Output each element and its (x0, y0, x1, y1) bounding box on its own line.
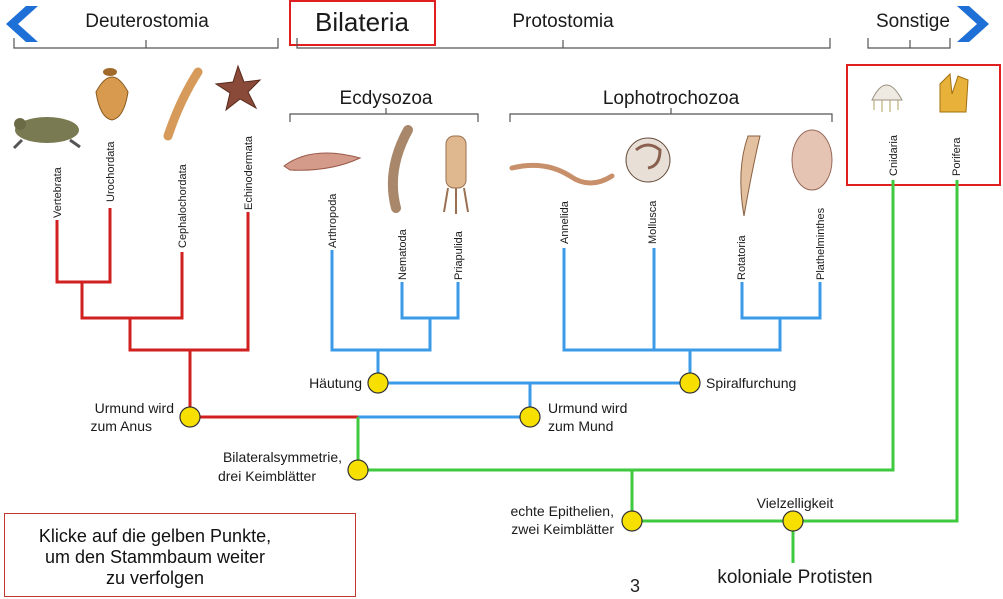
lophotrochozoa-label: Lophotrochozoa (603, 88, 740, 109)
nautilus-image (625, 137, 671, 183)
node-vielzelligkeit[interactable] (782, 510, 804, 532)
taxon-cnidaria: Cnidaria (888, 134, 900, 176)
node-spiralfurchung[interactable] (679, 372, 701, 394)
deuterostomia-branches (55, 208, 358, 419)
protostomia-brace (296, 38, 831, 49)
flatworm-image (791, 129, 833, 191)
taxon-urochordata: Urochordata (105, 141, 117, 202)
taxon-rotatoria: Rotatoria (736, 234, 748, 280)
ecdysozoa-label: Ecdysozoa (340, 88, 433, 109)
jellyfish-image (871, 84, 903, 112)
label-bilateral-line1: Bilateralsymmetrie, (223, 449, 342, 465)
taxon-cephalochordata: Cephalochordata (177, 163, 189, 248)
label-haeutung: Häutung (309, 375, 362, 391)
priapulid-image (443, 135, 469, 214)
label-epithel-line1: echte Epithelien, (510, 503, 614, 519)
node-urmund-anus[interactable] (179, 406, 201, 428)
starfish-image (214, 64, 262, 112)
bilateria-box (289, 0, 436, 46)
frog-image (12, 117, 81, 150)
taxon-annelida: Annelida (559, 200, 571, 244)
nematode-image (387, 125, 413, 213)
sonstige-highlight-box (846, 64, 1001, 186)
node-urmund-mund[interactable] (519, 406, 541, 428)
label-spiralfurchung: Spiralfurchung (706, 375, 796, 391)
hint-box: Klicke auf die gelben Punkte, um den Sta… (4, 513, 356, 597)
sponge-image (939, 72, 969, 113)
deuterostomia-brace (13, 38, 279, 49)
label-urmund-anus-line2: zum Anus (91, 418, 152, 434)
node-haeutung[interactable] (367, 372, 389, 394)
label-vielzelligkeit: Vielzelligkeit (757, 495, 834, 511)
label-root: koloniale Protisten (717, 567, 872, 588)
sonstige-brace (867, 38, 951, 49)
lophotrochozoa-brace (509, 108, 833, 122)
annelid-image (509, 162, 615, 186)
deuterostomia-label: Deuterostomia (85, 11, 209, 32)
taxon-plathelminthes: Plathelminthes (815, 207, 827, 280)
node-echte-epithelien[interactable] (621, 510, 643, 532)
label-urmund-mund-line1: Urmund wird (548, 400, 627, 416)
taxon-porifera: Porifera (951, 137, 963, 176)
ecdysozoa-brace (289, 108, 479, 122)
hint-text: Klicke auf die gelben Punkte, um den Sta… (38, 526, 272, 588)
label-urmund-mund-line2: zum Mund (548, 418, 613, 434)
sea-squirt-image (95, 68, 129, 121)
taxon-arthropoda: Arthropoda (327, 193, 339, 248)
taxon-vertebrata: Vertebrata (52, 166, 64, 218)
shrimp-image (283, 152, 362, 171)
taxon-mollusca: Mollusca (647, 200, 659, 244)
label-bilateral-line2: drei Keimblätter (218, 468, 316, 484)
taxon-nematoda: Nematoda (397, 228, 409, 280)
taxon-echinodermata: Echinodermata (243, 135, 255, 210)
page-number: 3 (630, 576, 641, 596)
protostomia-label: Protostomia (512, 11, 614, 32)
rotifer-image (740, 135, 761, 217)
lancelet-image (163, 67, 203, 141)
label-urmund-anus-line1: Urmund wird (95, 400, 174, 416)
sonstige-label: Sonstige (876, 11, 950, 32)
node-bilateralsymmetrie[interactable] (347, 459, 369, 481)
bilateria-label: Bilateria (315, 7, 409, 37)
taxon-priapulida: Priapulida (453, 230, 465, 280)
previous-arrow-icon[interactable] (2, 4, 42, 44)
next-arrow-icon[interactable] (953, 4, 993, 44)
label-epithel-line2: zwei Keimblätter (511, 521, 614, 537)
